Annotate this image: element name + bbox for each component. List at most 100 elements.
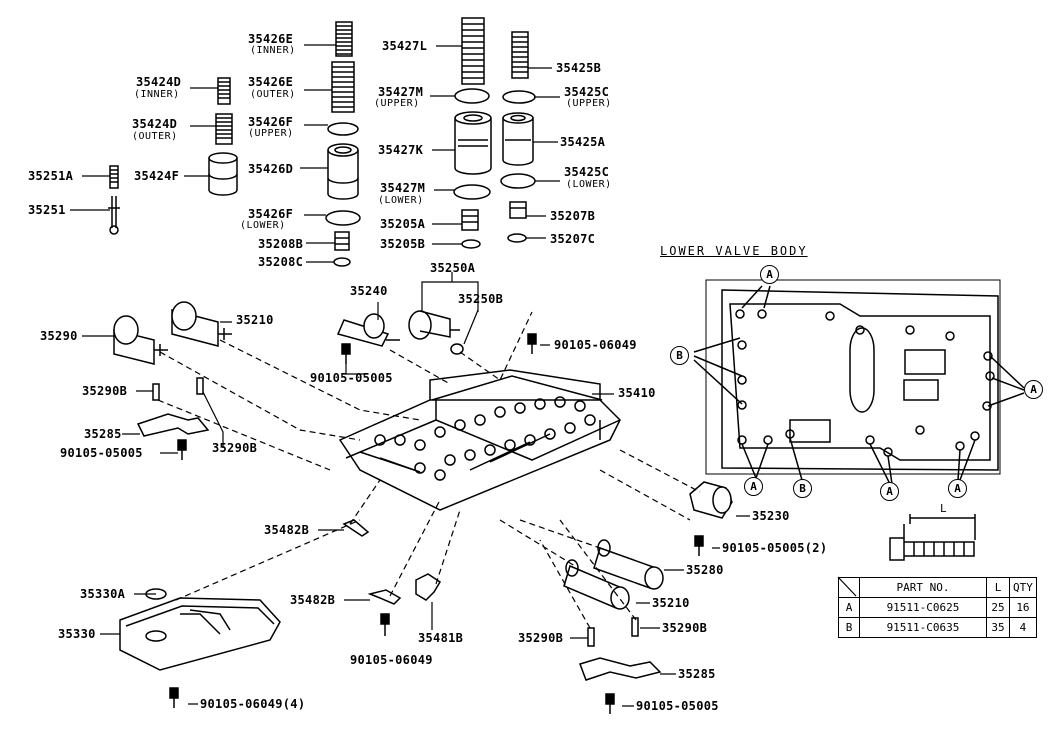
label-35240: 35240 bbox=[350, 284, 388, 298]
note-35427M-upper: (UPPER) bbox=[374, 98, 420, 109]
valve-35426D bbox=[327, 143, 359, 200]
row-part-no: 91511-C0635 bbox=[859, 617, 987, 638]
valve-35427K bbox=[454, 111, 492, 175]
label-90105-06049-4: 90105-06049(4) bbox=[200, 697, 306, 711]
flange-bolt bbox=[889, 514, 976, 561]
solenoid-35290 bbox=[113, 315, 168, 365]
valve-35424F bbox=[208, 152, 238, 196]
label-35207B: 35207B bbox=[550, 209, 596, 223]
label-35208C: 35208C bbox=[258, 255, 304, 269]
label-35290B-bottom-left: 35290B bbox=[518, 631, 564, 645]
bracket-35285-right bbox=[579, 657, 662, 681]
label-90105-06049-top: 90105-06049 bbox=[554, 338, 637, 352]
solenoid-35210-right bbox=[563, 559, 630, 610]
label-35210-top: 35210 bbox=[236, 313, 274, 327]
label-35250A: 35250A bbox=[430, 261, 476, 275]
pin-35290B-bottom-left bbox=[587, 627, 595, 647]
ring-35207C bbox=[507, 233, 527, 243]
oring-35426F-upper bbox=[327, 122, 359, 136]
solenoid-35280 bbox=[593, 539, 664, 590]
bolt-90105-05005-left bbox=[177, 439, 187, 460]
note-35427M-lower: (LOWER) bbox=[378, 195, 424, 206]
row-length: 35 bbox=[986, 617, 1010, 638]
clip-35481B bbox=[415, 573, 442, 601]
spring-35426E-inner bbox=[335, 21, 353, 57]
row-length: 25 bbox=[986, 597, 1010, 618]
solenoid-35230 bbox=[689, 481, 733, 519]
dimension-label: L bbox=[940, 502, 948, 515]
valve-35425A bbox=[502, 112, 534, 166]
lower-valve-body-title: LOWER VALVE BODY bbox=[660, 244, 808, 258]
label-35250B: 35250B bbox=[458, 292, 504, 306]
oring-35250B bbox=[450, 343, 464, 355]
note-35425C-lower: (LOWER) bbox=[566, 179, 612, 190]
strainer-35330 bbox=[119, 597, 281, 671]
label-35427K: 35427K bbox=[378, 143, 424, 157]
note-35424D-outer: (OUTER) bbox=[132, 131, 178, 142]
clip-35482B-lower bbox=[367, 589, 402, 605]
pin-35290B-bottom-right bbox=[631, 617, 639, 637]
marker-b: B bbox=[670, 346, 689, 365]
header-length: L bbox=[986, 577, 1010, 598]
table-row: A 91511-C0625 25 16 bbox=[838, 597, 1037, 618]
label-35208B: 35208B bbox=[258, 237, 304, 251]
note-35426F-lower: (LOWER) bbox=[240, 220, 286, 231]
label-90105-05005-left: 90105-05005 bbox=[60, 446, 143, 460]
label-90105-05005-top: 90105-05005 bbox=[310, 371, 393, 385]
label-35290B-left: 35290B bbox=[82, 384, 128, 398]
plug-35205A bbox=[461, 209, 479, 231]
label-35426F-lower: 35426F bbox=[248, 207, 294, 221]
spring-35425B bbox=[511, 31, 529, 79]
note-35426E-inner: (INNER) bbox=[250, 45, 296, 56]
marker-a: A bbox=[1024, 380, 1043, 399]
ring-35205B bbox=[461, 239, 481, 249]
bolt-90105-05005-top bbox=[341, 343, 351, 364]
label-90105-05005-2: 90105-05005(2) bbox=[722, 541, 828, 555]
header-qty: QTY bbox=[1009, 577, 1037, 598]
oring-35425C-lower bbox=[500, 173, 536, 189]
label-35210-right: 35210 bbox=[652, 596, 690, 610]
label-35424D-inner: 35424D bbox=[136, 75, 182, 89]
label-35207C: 35207C bbox=[550, 232, 596, 246]
label-90105-06049-mid: 90105-06049 bbox=[350, 653, 433, 667]
note-35426E-outer: (OUTER) bbox=[250, 89, 296, 100]
oring-35425C-upper bbox=[502, 90, 536, 104]
bolt-90105-06049-top bbox=[527, 333, 537, 354]
ring-35208C bbox=[333, 257, 351, 267]
label-35425C-lower: 35425C bbox=[564, 165, 610, 179]
plug-35208B bbox=[334, 231, 350, 251]
label-35290: 35290 bbox=[40, 329, 78, 343]
pin-35290B-mid bbox=[196, 377, 204, 395]
table-corner-cell bbox=[838, 577, 860, 598]
note-35425C-upper: (UPPER) bbox=[566, 98, 612, 109]
pin-35290B-left bbox=[152, 383, 160, 401]
label-35205A: 35205A bbox=[380, 217, 426, 231]
spring-35426E-outer bbox=[331, 61, 355, 113]
label-35482B-upper: 35482B bbox=[264, 523, 310, 537]
row-qty: 16 bbox=[1009, 597, 1037, 618]
label-35427L: 35427L bbox=[382, 39, 428, 53]
label-35426D: 35426D bbox=[248, 162, 294, 176]
row-key: B bbox=[838, 617, 860, 638]
solenoid-35240 bbox=[336, 313, 400, 347]
label-35424F: 35424F bbox=[134, 169, 180, 183]
marker-a: A bbox=[744, 477, 763, 496]
clip-35482B-upper bbox=[342, 519, 370, 537]
label-35481B: 35481B bbox=[418, 631, 464, 645]
label-35205B: 35205B bbox=[380, 237, 426, 251]
plug-35207B bbox=[509, 201, 527, 219]
bolt-90105-06049-4 bbox=[169, 687, 179, 708]
solenoid-35250A bbox=[408, 310, 460, 340]
bolt-90105-05005-bottom bbox=[605, 693, 615, 714]
bracket-35285-left bbox=[136, 413, 210, 437]
label-35424D-outer: 35424D bbox=[132, 117, 178, 131]
label-35280: 35280 bbox=[686, 563, 724, 577]
label-35425A: 35425A bbox=[560, 135, 606, 149]
oring-35426F-lower bbox=[325, 210, 361, 226]
spring-35427L bbox=[461, 17, 485, 85]
label-90105-05005-bottom: 90105-05005 bbox=[636, 699, 719, 713]
marker-b: B bbox=[793, 479, 812, 498]
row-part-no: 91511-C0625 bbox=[859, 597, 987, 618]
